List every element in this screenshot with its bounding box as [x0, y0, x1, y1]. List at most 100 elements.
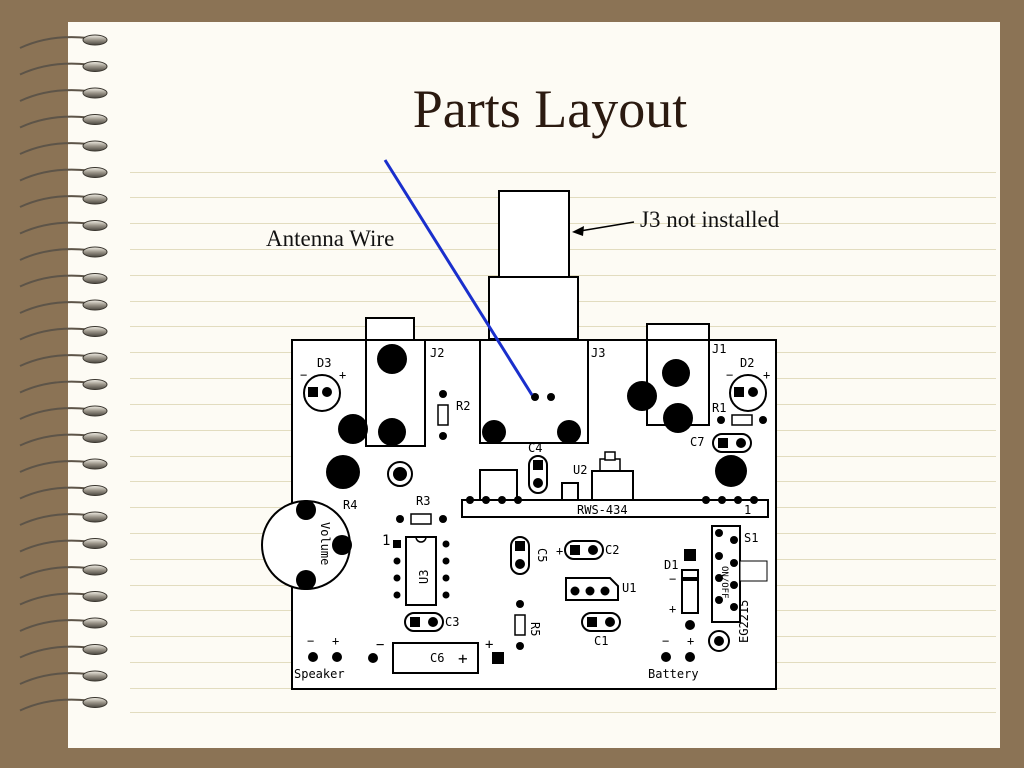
svg-text:+: + [556, 544, 563, 558]
binding-coil [19, 460, 89, 473]
binding-coil [19, 380, 89, 394]
svg-text:+: + [458, 649, 468, 668]
antenna-wire [383, 159, 534, 396]
binding-coil [19, 142, 89, 155]
binding-ring [82, 140, 108, 152]
svg-text:+: + [687, 634, 694, 648]
c6-label: C6 [430, 651, 444, 665]
antenna-wire-callout: Antenna Wire [266, 226, 395, 251]
svg-text:+: + [339, 368, 346, 382]
binding-ring [82, 538, 108, 549]
r5-label: R5 [528, 622, 542, 636]
svg-text:+: + [669, 602, 676, 616]
d3-label: D3 [317, 356, 331, 370]
binding-ring [82, 591, 108, 602]
binding-coil [19, 115, 89, 129]
binding-coil [19, 486, 89, 500]
binding-coil [19, 36, 89, 49]
u3-ic [405, 536, 437, 606]
binding-coil [19, 89, 89, 102]
switch-part-label: EG2215 [737, 600, 751, 643]
binding-coil [19, 619, 89, 632]
binding-ring [82, 564, 108, 576]
svg-text:1: 1 [382, 533, 390, 549]
binding-coil [19, 274, 89, 288]
binding-ring [82, 617, 108, 629]
binding-coil [19, 592, 89, 606]
binding-coil [19, 301, 89, 314]
j3-callout: J3 not installed [640, 207, 780, 232]
binding-coil [19, 645, 89, 659]
binding-coil [19, 62, 89, 76]
svg-text:1: 1 [744, 503, 751, 517]
c7-label: C7 [690, 435, 704, 449]
c5-label: C5 [535, 548, 549, 562]
r1-label: R1 [712, 401, 726, 415]
binding-coil [19, 539, 89, 553]
c3-label: C3 [445, 615, 459, 629]
svg-text:−: − [307, 634, 314, 648]
c2-label: C2 [605, 543, 619, 557]
binding-coil [19, 513, 89, 526]
binding-coil [19, 407, 89, 420]
svg-text:−: − [376, 637, 384, 653]
j2-body [365, 339, 426, 447]
binding-coil [19, 566, 89, 579]
binding-coil [19, 168, 89, 182]
binding-coil [19, 672, 89, 685]
u1-label: U1 [622, 581, 636, 595]
rws-434-module [461, 499, 769, 518]
binding-coil [19, 221, 89, 235]
d1-label: D1 [664, 558, 678, 572]
j3-barrel-mid [488, 276, 579, 340]
binding-ring [82, 379, 108, 390]
binding-ring [82, 458, 108, 470]
binding-coil [19, 248, 89, 261]
binding-ring [82, 405, 108, 417]
binding-coil [19, 354, 89, 367]
volume-label: Volume [318, 522, 332, 565]
j3-callout-arrow [579, 221, 635, 232]
svg-text:−: − [669, 572, 676, 586]
binding-coil [19, 195, 89, 208]
slide-title: Parts Layout [412, 79, 688, 139]
c4-label: C4 [528, 441, 542, 455]
binding-ring [82, 61, 108, 72]
u2-label: U2 [573, 463, 587, 477]
svg-text:−: − [726, 368, 733, 382]
speaker-label: Speaker [294, 667, 345, 681]
binding-coil [19, 698, 89, 712]
binding-coil [19, 433, 89, 447]
binding-ring [82, 220, 108, 231]
svg-text:−: − [662, 634, 669, 648]
d2-label: D2 [740, 356, 754, 370]
binding-ring [82, 432, 108, 443]
j2-tab [365, 317, 415, 341]
binding-ring [82, 697, 108, 708]
binding-ring [82, 670, 108, 682]
binding-ring [82, 87, 108, 99]
j3-body [479, 339, 589, 444]
module-label: RWS-434 [577, 503, 628, 517]
u3-label: U3 [417, 570, 431, 584]
binding-ring [82, 34, 108, 46]
svg-text:−: − [300, 368, 307, 382]
binding-ring [82, 299, 108, 311]
j3-barrel-top [498, 190, 570, 278]
j3-label: J3 [591, 346, 605, 360]
battery-label: Battery [648, 667, 699, 681]
switch-position-label: ON/OFF [719, 566, 729, 599]
s1-label: S1 [744, 531, 758, 545]
svg-text:+: + [485, 637, 493, 653]
r3-label: R3 [416, 494, 430, 508]
r2-label: R2 [456, 399, 470, 413]
binding-ring [82, 193, 108, 205]
binding-ring [82, 352, 108, 364]
svg-text:+: + [332, 634, 339, 648]
j2-label: J2 [430, 346, 444, 360]
binding-ring [82, 644, 108, 655]
j1-label: J1 [712, 342, 726, 356]
binding-ring [82, 273, 108, 284]
binding-ring [82, 511, 108, 523]
